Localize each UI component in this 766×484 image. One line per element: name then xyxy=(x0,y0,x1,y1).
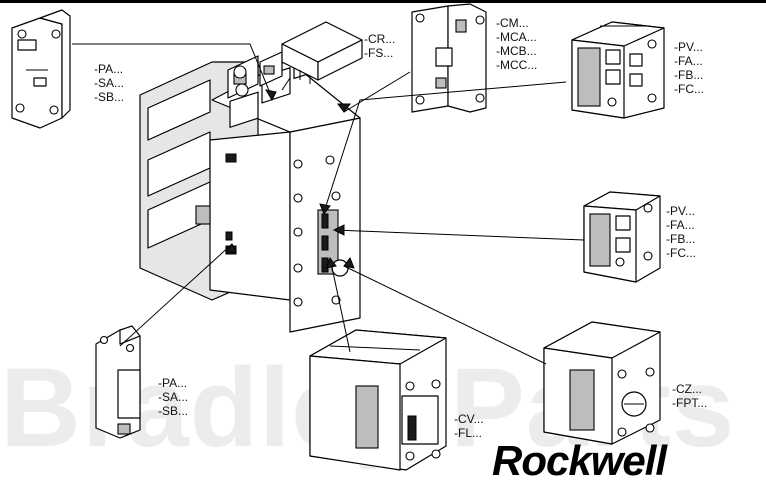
callout-bottom-center: -CV... -FL... xyxy=(454,412,484,440)
callout-line: -PV... xyxy=(674,40,703,54)
callout-line: -CV... xyxy=(454,412,484,426)
callout-line: -FPT... xyxy=(672,396,708,410)
callout-top-right: -PV... -FA... -FB... -FC... xyxy=(674,40,704,96)
top-border xyxy=(0,0,766,3)
callout-line: -FA... xyxy=(666,218,695,232)
callout-line: -CR... xyxy=(364,32,396,46)
callout-line: -SA... xyxy=(94,76,125,90)
callout-line: -PA... xyxy=(158,376,188,390)
callout-line: -MCA... xyxy=(496,30,537,44)
callout-line: -FC... xyxy=(674,82,704,96)
accessory-top-right xyxy=(571,21,665,119)
callout-line: -SB... xyxy=(158,404,189,418)
accessory-bottom-left xyxy=(95,325,141,439)
leader-lines xyxy=(72,43,585,365)
accessory-bottom-center xyxy=(309,329,447,471)
callout-line: -FS... xyxy=(364,46,394,60)
rockwell-logo: Rockwell xyxy=(492,437,667,484)
accessory-top-left xyxy=(11,9,71,129)
accessory-top-center xyxy=(281,21,363,84)
callout-top-left: -PA... -SA... -SB... xyxy=(94,62,124,104)
callout-line: -PA... xyxy=(94,62,124,76)
callout-line: -FB... xyxy=(666,232,696,246)
accessory-top-mid xyxy=(411,3,487,113)
callout-bottom-right: -CZ... -FPT... xyxy=(672,382,707,410)
callout-bottom-left: -PA... -SA... -SB... xyxy=(158,376,188,418)
callout-line: -FB... xyxy=(674,68,704,82)
callout-line: -MCC... xyxy=(496,58,538,72)
callout-mid-right: -PV... -FA... -FB... -FC... xyxy=(666,204,696,260)
accessory-bottom-right xyxy=(543,321,661,445)
contactor-body xyxy=(139,42,361,333)
callout-top-mid: -CM... -MCA... -MCB... -MCC... xyxy=(496,16,537,72)
callout-line: -CZ... xyxy=(672,382,702,396)
callout-line: -FL... xyxy=(454,426,483,440)
callout-line: -CM... xyxy=(496,16,529,30)
callout-line: -MCB... xyxy=(496,44,537,58)
callout-line: -FC... xyxy=(666,246,696,260)
accessory-mid-right xyxy=(583,191,661,283)
callout-top-center: -CR... -FS... xyxy=(364,32,395,60)
callout-line: -FA... xyxy=(674,54,703,68)
callout-line: -PV... xyxy=(666,204,695,218)
callout-line: -SA... xyxy=(158,390,189,404)
callout-line: -SB... xyxy=(94,90,125,104)
